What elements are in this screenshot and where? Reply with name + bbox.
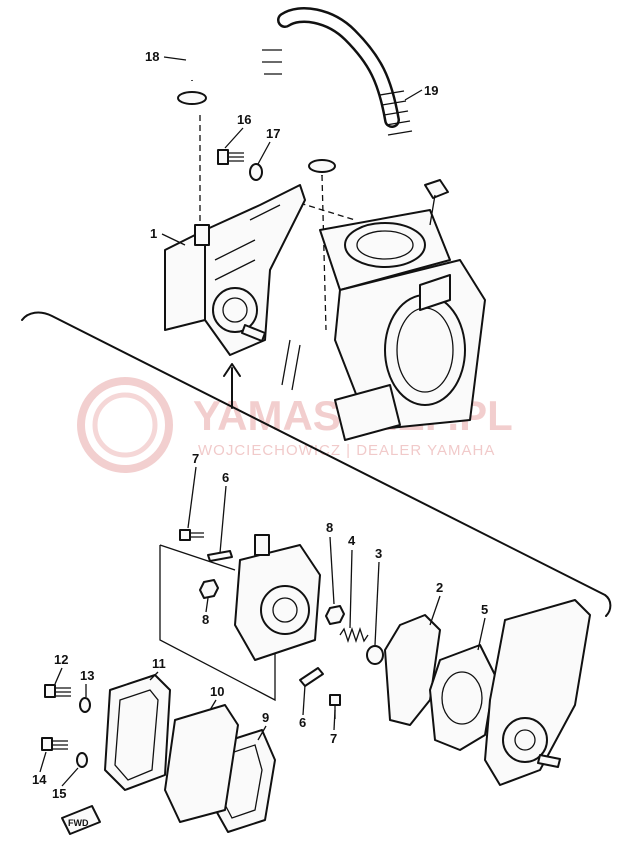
hose-19 bbox=[262, 7, 413, 136]
callout-1: 1 bbox=[150, 226, 157, 241]
diaphragm-10 bbox=[164, 704, 239, 823]
screw-14 bbox=[41, 737, 68, 751]
gasket-2 bbox=[384, 614, 441, 726]
exploded-pump bbox=[41, 529, 591, 833]
diaphragm-5 bbox=[429, 644, 496, 751]
washer-17 bbox=[249, 163, 263, 181]
washer-13 bbox=[79, 697, 91, 713]
callout-2: 2 bbox=[436, 580, 443, 595]
arrow-up bbox=[223, 363, 241, 409]
fwd-arrow: FWD bbox=[61, 805, 101, 835]
callout-11: 11 bbox=[152, 656, 166, 671]
clip-6 bbox=[207, 550, 233, 562]
callout-16: 16 bbox=[237, 112, 251, 127]
screw-12 bbox=[44, 684, 71, 698]
hose-clamp bbox=[177, 91, 336, 173]
nut-8 bbox=[199, 579, 219, 599]
clip-6-lower bbox=[299, 667, 324, 687]
spring-4 bbox=[339, 626, 369, 644]
carburetor bbox=[281, 179, 486, 441]
callout-6-top: 6 bbox=[222, 470, 229, 485]
fuel-pump-assembly bbox=[164, 184, 306, 356]
callout-12: 12 bbox=[54, 652, 68, 667]
callouts: 1 2 3 4 5 6 6 7 7 8 8 9 10 11 12 13 14 bbox=[32, 49, 488, 801]
callout-14: 14 bbox=[32, 772, 47, 787]
callout-5: 5 bbox=[481, 602, 488, 617]
callout-13: 13 bbox=[80, 668, 94, 683]
callout-10: 10 bbox=[210, 684, 224, 699]
washer-15 bbox=[76, 752, 88, 768]
nut-8-right bbox=[325, 605, 345, 625]
callout-19: 19 bbox=[424, 83, 438, 98]
callout-3: 3 bbox=[375, 546, 382, 561]
callout-6-bottom: 6 bbox=[299, 715, 306, 730]
callout-17: 17 bbox=[266, 126, 280, 141]
hose-18 bbox=[186, 21, 327, 176]
callout-18: 18 bbox=[145, 49, 159, 64]
section-bracket bbox=[21, 311, 612, 617]
fwd-label: FWD bbox=[68, 818, 89, 828]
watermark-logo bbox=[77, 377, 173, 473]
screw-7 bbox=[179, 529, 204, 541]
callout-15: 15 bbox=[52, 786, 66, 801]
screw-16 bbox=[217, 149, 244, 165]
cover-11 bbox=[104, 674, 171, 791]
callout-7-bottom: 7 bbox=[330, 731, 337, 746]
callout-8-left: 8 bbox=[202, 612, 209, 627]
callout-9: 9 bbox=[262, 710, 269, 725]
check-ball-3 bbox=[366, 645, 384, 665]
callout-7-top: 7 bbox=[192, 451, 199, 466]
callout-4: 4 bbox=[348, 533, 356, 548]
callout-8-right: 8 bbox=[326, 520, 333, 535]
watermark-subtitle: WOJCIECHOWICZ | DEALER YAMAHA bbox=[198, 442, 495, 459]
